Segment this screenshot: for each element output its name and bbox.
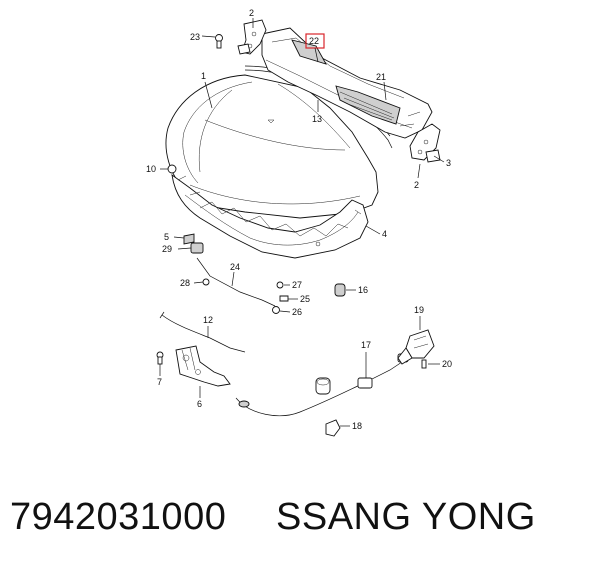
bumper-10 <box>167 164 177 174</box>
callout-24: 24 <box>230 262 240 272</box>
callout-21: 21 <box>376 72 386 82</box>
support-rod <box>196 257 276 307</box>
callout-22: 22 <box>309 36 319 46</box>
hood-panel <box>165 74 379 219</box>
callout-12: 12 <box>203 315 213 325</box>
rubber-29 <box>190 242 204 254</box>
callout-1: 1 <box>201 71 206 81</box>
brand-name: SSANG YONG <box>276 496 536 538</box>
callout-5: 5 <box>164 232 169 242</box>
callout-26: 26 <box>292 307 302 317</box>
callout-17: 17 <box>361 340 371 350</box>
callout-2-top: 2 <box>249 8 254 18</box>
clip-26 <box>272 306 280 314</box>
callout-16: 16 <box>358 285 368 295</box>
hood-hinge-right <box>409 123 441 163</box>
bolt-7 <box>156 351 164 365</box>
callout-6: 6 <box>197 399 202 409</box>
release-rod <box>159 311 246 353</box>
parts-diagram: 2 23 22 1 21 13 10 3 2 4 5 29 24 28 27 1… <box>146 8 452 437</box>
callout-29: 29 <box>162 244 172 254</box>
stopper-16 <box>334 283 346 297</box>
caption-bar: 7942031000 SSANG YONG <box>0 496 600 566</box>
callout-7: 7 <box>157 377 162 387</box>
hood-latch <box>175 345 231 387</box>
clip-27 <box>276 281 284 289</box>
release-handle <box>397 329 435 365</box>
leader-lines <box>159 18 445 427</box>
callout-19: 19 <box>414 305 424 315</box>
callout-27: 27 <box>292 280 302 290</box>
part-number: 7942031000 <box>10 496 227 538</box>
bushing <box>315 377 331 395</box>
clip-18 <box>325 419 341 437</box>
callouts: 2 23 22 1 21 13 10 3 2 4 5 29 24 28 27 1… <box>146 8 452 431</box>
callout-10: 10 <box>146 164 156 174</box>
hood-hinge-left <box>237 19 267 55</box>
screw-20 <box>421 359 427 369</box>
callout-2-right: 2 <box>414 180 419 190</box>
bolt-23 <box>215 34 223 49</box>
callout-13: 13 <box>312 114 322 124</box>
clip-5 <box>183 233 195 245</box>
callout-25: 25 <box>300 294 310 304</box>
callout-4: 4 <box>382 229 387 239</box>
grommet-28 <box>202 278 210 286</box>
callout-18: 18 <box>352 421 362 431</box>
callout-28: 28 <box>180 278 190 288</box>
callout-20: 20 <box>442 359 452 369</box>
callout-3: 3 <box>446 158 451 168</box>
hood-inner-frame <box>171 174 369 259</box>
clip-25 <box>279 295 289 302</box>
callout-23: 23 <box>190 32 200 42</box>
